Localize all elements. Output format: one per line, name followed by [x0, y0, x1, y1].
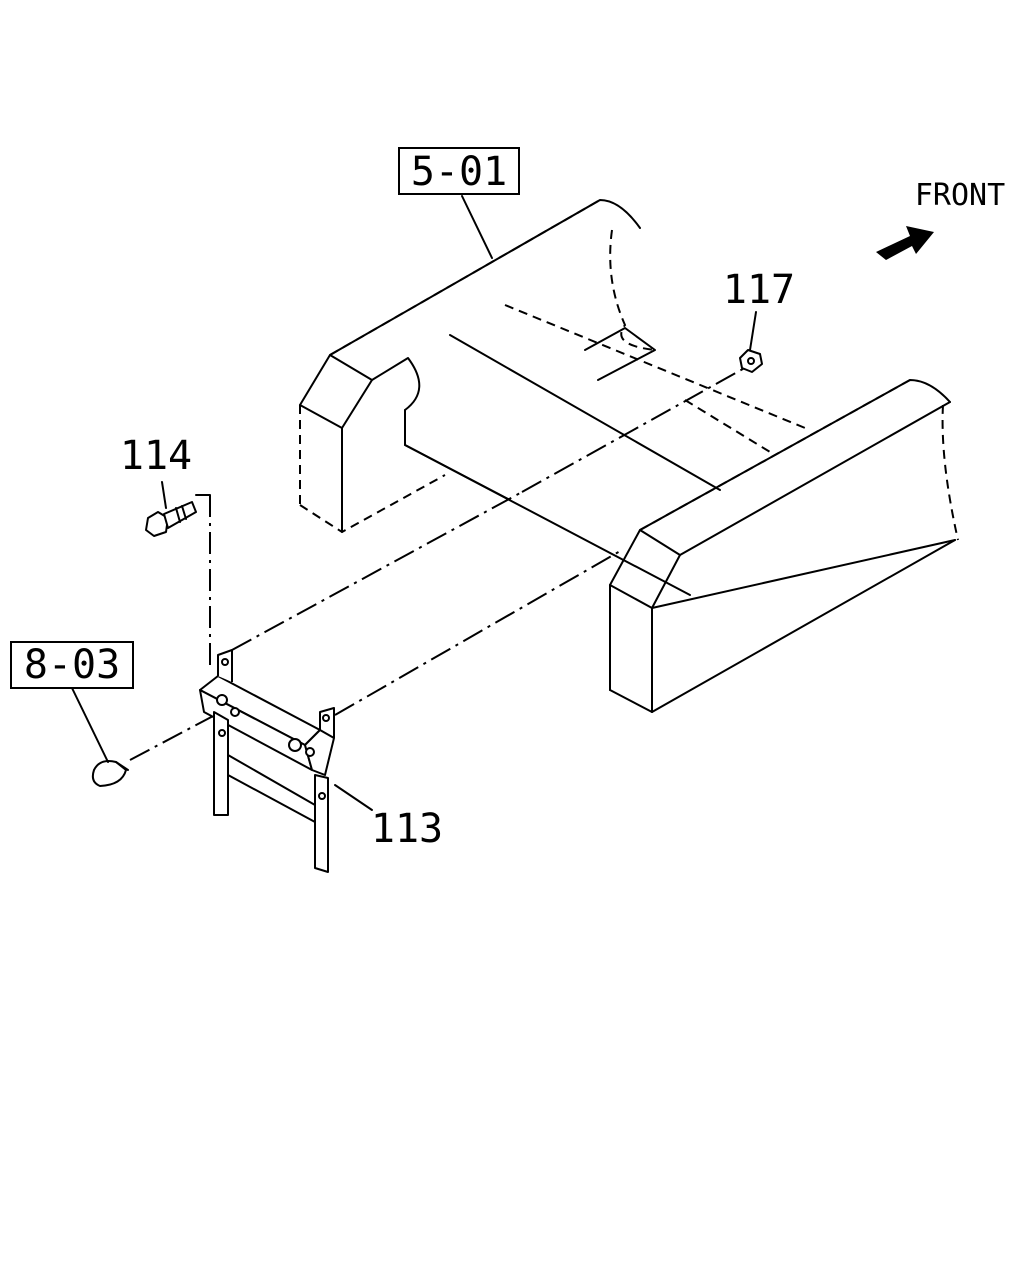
nut-117	[739, 311, 763, 373]
callout-5-01-text: 5-01	[411, 149, 507, 195]
lamp-8-03	[71, 687, 129, 787]
right-frame-rail	[609, 379, 959, 713]
left-frame-rail	[299, 199, 656, 534]
callout-5-01: 5-01	[398, 147, 520, 259]
assembly-lines	[129, 364, 751, 761]
arrow-icon	[876, 226, 934, 260]
cross-member	[404, 304, 811, 596]
callout-117-text: 117	[723, 267, 795, 313]
callout-113-text: 113	[371, 806, 443, 852]
bolt-114	[145, 481, 197, 537]
callout-8-03-text: 8-03	[24, 642, 120, 688]
callout-114-text: 114	[120, 433, 192, 479]
callout-8-03: 8-03	[10, 641, 134, 689]
bracket-113	[199, 649, 373, 873]
front-indicator: FRONT	[876, 178, 1005, 260]
front-label: FRONT	[915, 178, 1005, 213]
